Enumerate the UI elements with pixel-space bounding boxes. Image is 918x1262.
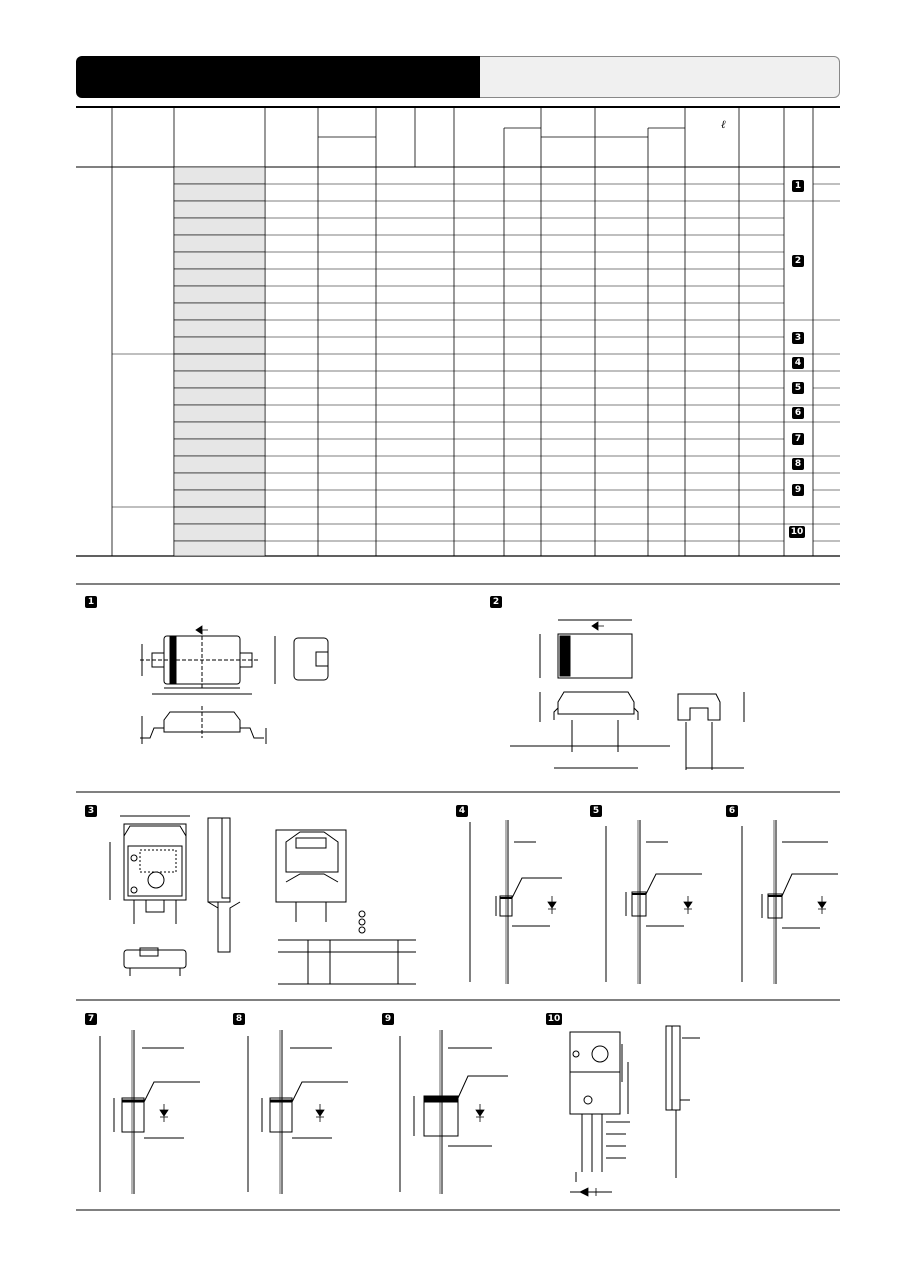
row-badge-1: 1 [792,180,804,192]
header-title-bar [76,56,480,98]
figure-9-axial-diode [399,1030,508,1194]
figure-1-package-drawing [140,625,329,744]
header-subtitle-bar [480,56,840,98]
spec-table: ℓ 1 2 3 4 5 6 7 8 9 10 [76,106,842,558]
figure-badge-8: 8 [233,1013,245,1025]
figure-5-axial-diode [605,820,702,984]
row-badge-2: 2 [792,255,804,267]
row-badge-9: 9 [792,484,804,496]
row-badge-5: 5 [792,382,804,394]
row-badge-3: 3 [792,332,804,344]
figure-2-package-drawing [510,619,745,770]
figure-badge-4: 4 [456,805,468,817]
row-badge-8: 8 [792,458,804,470]
figure-badge-5: 5 [590,805,602,817]
figure-badge-7: 7 [85,1013,97,1025]
figure-badge-1: 1 [85,596,97,608]
row-badge-7: 7 [792,433,804,445]
figure-4-axial-diode [469,820,562,984]
figure-badge-9: 9 [382,1013,394,1025]
figure-6-axial-diode [741,820,838,984]
figure-8-axial-diode [247,1030,348,1194]
figure-10-package-drawing [569,1025,700,1197]
row-badge-4: 4 [792,357,804,369]
figure-badge-2: 2 [490,596,502,608]
row-badge-6: 6 [792,407,804,419]
row-badge-10: 10 [789,526,805,538]
figure-badge-3: 3 [85,805,97,817]
figure-badge-10: 10 [546,1013,562,1025]
spec-table-grid [76,106,840,557]
figure-3-package-drawing [109,815,416,985]
figure-badge-6: 6 [726,805,738,817]
header-symbol-ell: ℓ [721,118,726,131]
figure-7-axial-diode [99,1030,200,1194]
